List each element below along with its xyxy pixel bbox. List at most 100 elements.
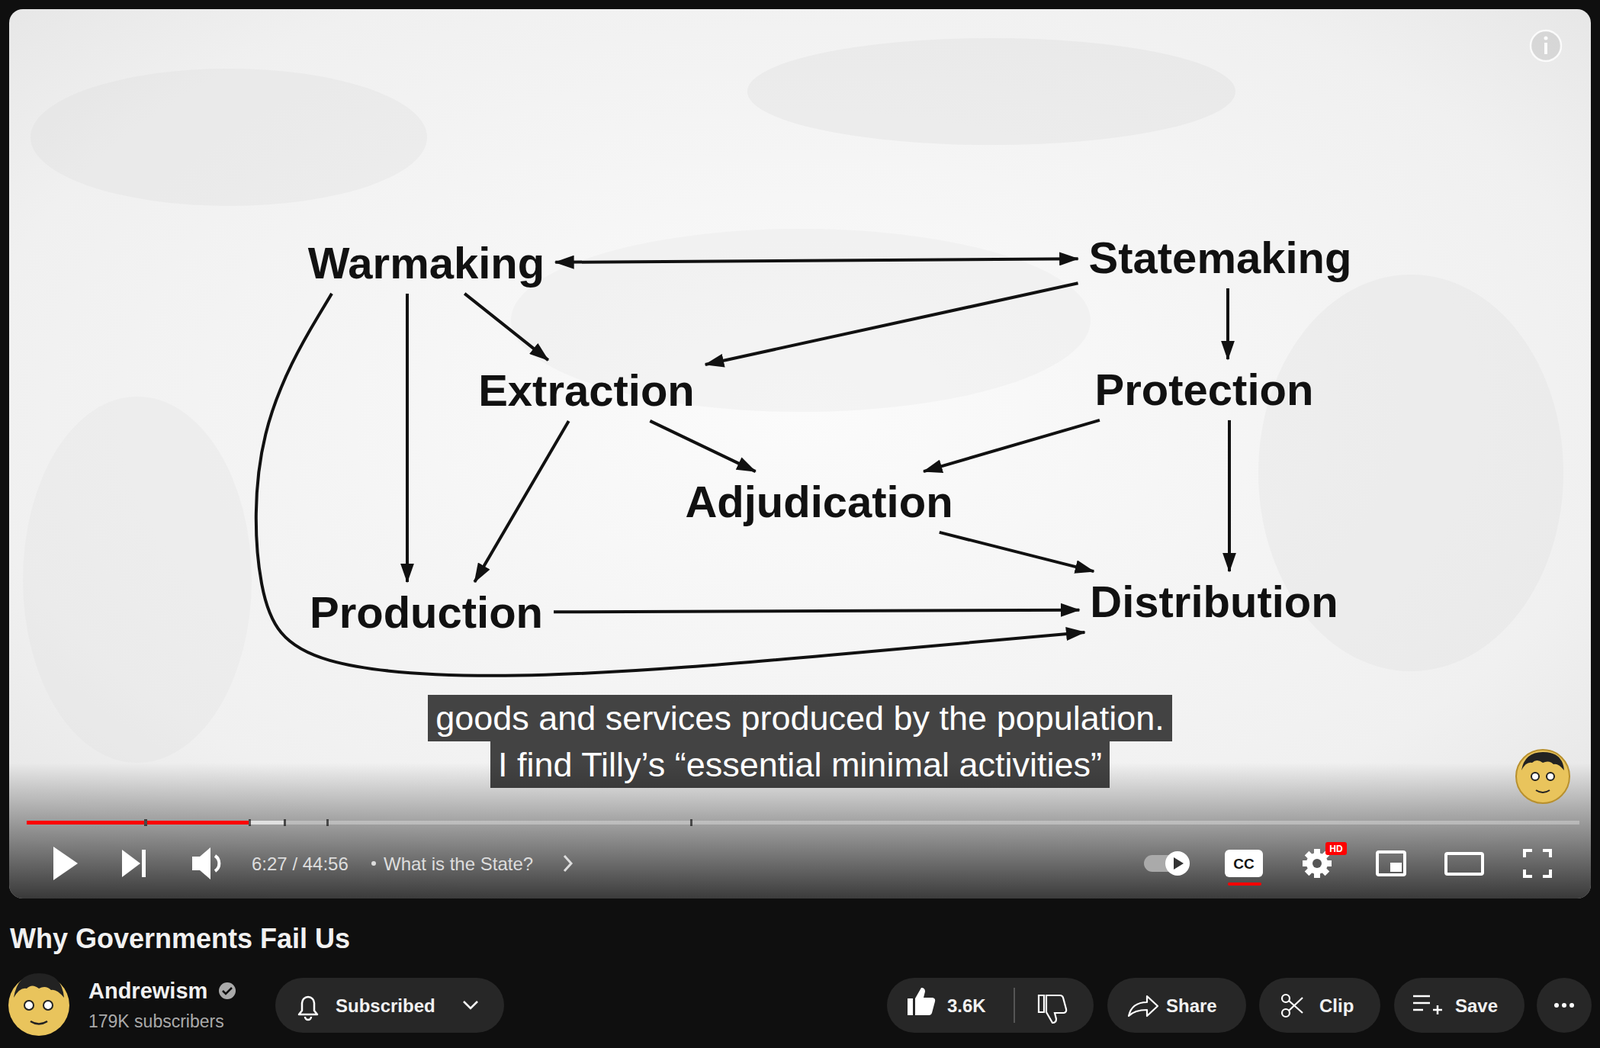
info-icon <box>1530 30 1562 62</box>
settings-icon <box>1304 851 1331 877</box>
like-count: 3.6K <box>947 994 987 1017</box>
play-icon <box>53 846 78 881</box>
subscribe-text: Subscribed <box>335 994 436 1017</box>
more-button <box>1561 1002 1567 1008</box>
activity-name: Protection <box>1095 365 1315 415</box>
activity-name: Extraction <box>478 366 695 415</box>
like-pill <box>886 977 1094 1033</box>
activity-node: Protection <box>1084 359 1325 421</box>
activity-node: Warmaking <box>297 232 556 294</box>
save-text: Save <box>1455 994 1498 1017</box>
more-button <box>1536 977 1592 1033</box>
clip-icon <box>1281 1008 1290 1017</box>
channel-avatar <box>30 1021 48 1025</box>
more-button <box>1569 1002 1575 1008</box>
verified-badge <box>222 987 232 994</box>
progress-buffer <box>248 820 284 825</box>
activity-node: Extraction <box>467 359 706 421</box>
next-icon <box>141 849 146 878</box>
activity-node: Statemaking <box>1078 227 1363 289</box>
activity-name: Production <box>309 587 543 637</box>
activity-node: Production <box>298 581 554 643</box>
channel-watermark <box>1535 790 1550 793</box>
volume-icon <box>192 847 211 880</box>
chapter-chevron <box>564 855 572 871</box>
chapter-gap <box>326 819 329 826</box>
activity-name: Adjudication <box>684 477 953 527</box>
miniplayer-icon <box>1390 862 1402 872</box>
volume-icon <box>215 855 219 871</box>
activity-name: Warmaking <box>308 238 545 288</box>
save-pill <box>1394 977 1525 1033</box>
activity-name: Statemaking <box>1089 233 1353 283</box>
info-icon <box>1544 42 1548 55</box>
flow-arrow <box>1226 288 1230 360</box>
clip-icon <box>1288 997 1303 1013</box>
verified-badge <box>218 982 236 1000</box>
video-frame <box>9 9 1591 899</box>
flow-arrow <box>923 420 1100 472</box>
channel-watermark <box>1531 772 1539 781</box>
more-button <box>1554 1002 1559 1008</box>
chapter-title: What is the State? <box>383 852 534 875</box>
channel-avatar <box>43 1000 53 1010</box>
clip-text: Clip <box>1319 994 1354 1017</box>
progress-track <box>26 820 1580 825</box>
share-pill <box>1107 977 1247 1033</box>
subtitle-line: goods and services produced by the popul… <box>427 694 1173 742</box>
dislike-icon <box>1038 995 1067 1023</box>
time-display: 6:27 / 44:56 <box>251 852 349 875</box>
hd-text: HD <box>1329 843 1343 855</box>
flow-arrow <box>474 420 569 582</box>
settings-icon <box>1312 858 1322 868</box>
info-icon <box>1544 36 1549 41</box>
paper-crease <box>747 38 1236 145</box>
channel-avatar <box>13 973 65 998</box>
hd-badge <box>1325 841 1347 855</box>
like-icon <box>907 987 935 1016</box>
channel-watermark <box>1516 749 1570 804</box>
save-icon <box>1413 995 1443 1015</box>
pill-divider <box>1013 987 1016 1023</box>
activity-node: Adjudication <box>674 471 964 533</box>
paper-ground <box>9 9 1591 899</box>
fullscreen-icon <box>1524 850 1551 877</box>
chapter-gap <box>690 819 693 826</box>
paper-crease <box>22 396 252 763</box>
flow-arrow <box>555 258 1078 263</box>
flow-arrow <box>705 282 1079 365</box>
channel-watermark <box>1546 772 1555 781</box>
bell-icon <box>298 996 318 1020</box>
subscribe-pill <box>275 977 505 1033</box>
miniplayer-icon <box>1377 851 1405 875</box>
autoplay-toggle <box>1173 857 1184 870</box>
activity-node: Distribution <box>1079 571 1349 633</box>
flow-arrow <box>649 420 756 472</box>
video-title: Why Governments Fail Us <box>9 922 351 955</box>
flow-arrow <box>405 293 409 582</box>
subtitle-line: I find Tilly’s “essential minimal activi… <box>490 741 1110 788</box>
chapter-gap <box>248 819 251 826</box>
activity-name: Distribution <box>1089 577 1338 627</box>
captions-text: CC <box>1233 854 1254 873</box>
flow-arrow <box>939 532 1094 572</box>
captions-active <box>1227 882 1262 886</box>
channel-watermark <box>1521 751 1565 771</box>
paper-crease <box>30 68 428 206</box>
clip-icon <box>1281 994 1290 1003</box>
captions-icon <box>1224 849 1263 878</box>
share-icon <box>1128 995 1158 1016</box>
flow-arrow <box>256 293 1086 676</box>
channel-name: Andrewism <box>88 977 208 1005</box>
settings-icon <box>1304 851 1331 877</box>
channel-avatar <box>24 1000 34 1010</box>
share-text: Share <box>1166 994 1218 1017</box>
autoplay-toggle <box>1165 851 1190 876</box>
clip-pill <box>1259 977 1381 1033</box>
next-icon <box>122 849 141 878</box>
chapter-gap <box>283 819 286 826</box>
flow-arrow <box>464 293 549 360</box>
flow-arrow <box>553 610 1080 613</box>
subscriber-count: 179K subscribers <box>88 1010 225 1032</box>
